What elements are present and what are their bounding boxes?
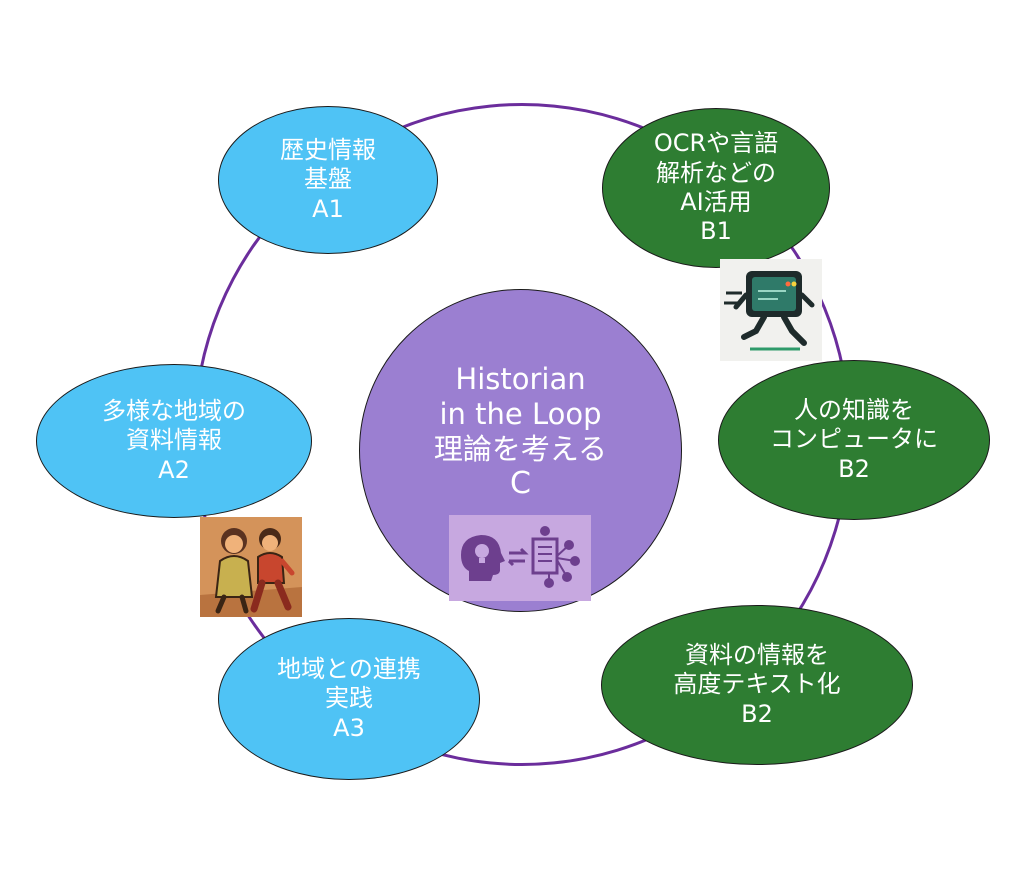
node-a3-line-1: 地域との連携 [277,655,421,684]
node-a3: 地域との連携 実践 A3 [218,618,480,780]
node-a1-line-2: 基盤 [304,165,352,194]
center-line-2: in the Loop [439,396,602,431]
node-a2-line-2: 資料情報 [126,426,222,455]
center-line-1: Historian [455,362,586,396]
node-b1-line-4: B1 [700,217,732,246]
node-b1-line-1: OCRや言語 [653,129,779,158]
center-line-4: C [510,466,531,502]
node-b1-line-2: 解析などの [656,158,776,187]
node-a1: 歴史情報 基盤 A1 [218,106,438,254]
node-a2-line-1: 多様な地域の [102,397,246,426]
node-b2-text: 資料の情報を 高度テキスト化 B2 [601,605,913,765]
node-a2-line-3: A2 [158,455,190,484]
running-computer-icon [720,259,822,361]
center-line-3: 理論を考える [433,431,608,466]
node-b2-knowledge-line-3: B2 [838,454,870,483]
node-b2-knowledge-line-1: 人の知識を [794,396,914,425]
node-b2-knowledge-line-2: コンピュータに [770,425,938,454]
node-b2-knowledge: 人の知識を コンピュータに B2 [718,360,990,520]
node-b1: OCRや言語 解析などの AI活用 B1 [602,108,830,268]
node-a3-line-3: A3 [333,713,365,742]
walking-people-icon [200,517,302,617]
head-lightbulb-document-network-icon [449,515,591,601]
node-b2-text-line-2: 高度テキスト化 [673,670,841,699]
node-b2-text-line-3: B2 [741,699,773,728]
node-b2-text-line-1: 資料の情報を [685,641,829,670]
node-b1-line-3: AI活用 [680,188,752,216]
node-a1-line-1: 歴史情報 [280,136,376,165]
node-a1-line-3: A1 [312,194,344,223]
node-a2: 多様な地域の 資料情報 A2 [36,364,312,518]
node-a3-line-2: 実践 [325,684,373,713]
